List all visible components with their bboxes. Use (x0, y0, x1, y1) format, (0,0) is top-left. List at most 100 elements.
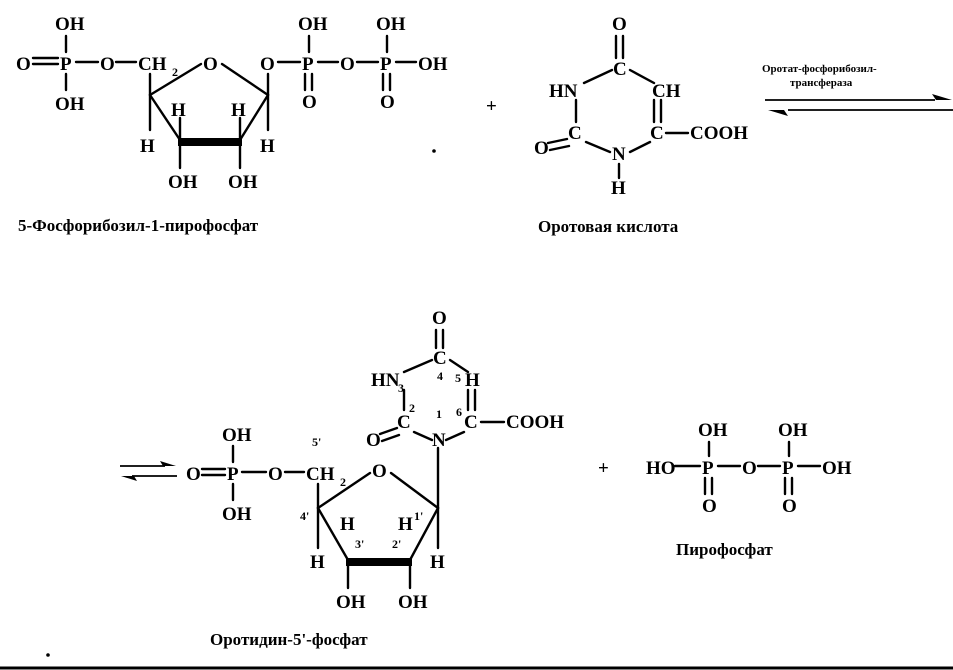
plus-sign: + (486, 96, 497, 117)
atom-label: O (366, 430, 381, 451)
prpp-structure: OH O P O OH CH 2 O H H OH H OH H O (16, 14, 448, 193)
bond (408, 506, 440, 562)
locant-1: 1 (436, 407, 442, 421)
atom-label: HN (371, 370, 400, 391)
atom-label: O (782, 496, 797, 517)
atom-label: OH (55, 94, 85, 115)
atom-label: CH (652, 81, 681, 102)
atom-label: H (231, 100, 246, 121)
atom-label: H (171, 100, 186, 121)
atom-label: H (140, 136, 155, 157)
bond (148, 62, 203, 97)
bond (584, 140, 612, 154)
atom-label: O (702, 496, 717, 517)
enzyme-name-line2: трансфераза (790, 77, 853, 89)
locant-2: 2 (409, 401, 415, 415)
atom-label: H (611, 178, 626, 199)
atom-label: OH (298, 14, 328, 35)
subscript: 2 (340, 475, 346, 489)
bond (444, 430, 466, 442)
atom-label: O (186, 464, 201, 485)
omp-structure: OH O P OH O CH 2 5' O 4' H H 3' OH 2' OH… (186, 308, 564, 613)
atom-label: OH (222, 504, 252, 525)
ch2-label: CH (138, 54, 167, 75)
atom-label: C (650, 123, 664, 144)
speck (46, 653, 50, 657)
bond (238, 93, 270, 142)
atom-label: OH (698, 420, 728, 441)
equilibrium-arrow-bottom (120, 461, 177, 481)
atom-label: C (433, 348, 447, 369)
phosphorus-label: P (782, 458, 794, 479)
atom-label: N (612, 144, 626, 165)
atom-label: OH (376, 14, 406, 35)
atom-label: OH (398, 592, 428, 613)
ch2-label: CH (306, 464, 335, 485)
bond (412, 430, 434, 442)
bond (389, 471, 440, 510)
plus-sign: + (598, 458, 609, 479)
atom-label: OH (778, 420, 808, 441)
locant-4p: 4' (300, 509, 309, 523)
bond (402, 358, 434, 374)
atom-label: HO (646, 458, 676, 479)
atom-label: H (260, 136, 275, 157)
arrowhead (932, 94, 952, 100)
bond (316, 506, 350, 562)
bond (148, 93, 182, 142)
atom-label: H (430, 552, 445, 573)
atom-label: C (464, 412, 478, 433)
atom-label: N (432, 430, 446, 451)
ring-oxygen: O (203, 54, 218, 75)
bond (380, 433, 401, 443)
atom-label: OH (418, 54, 448, 75)
atom-label: H (310, 552, 325, 573)
atom-label: C (568, 123, 582, 144)
locant-1p: 1' (414, 509, 423, 523)
bond (582, 68, 614, 85)
atom-label: C (397, 412, 411, 433)
atom-label: COOH (506, 412, 564, 433)
arrowhead (160, 461, 176, 466)
locant-3p: 3' (355, 537, 364, 551)
bond (316, 471, 372, 510)
atom-label: O (432, 308, 447, 329)
phosphorus-label: P (702, 458, 714, 479)
enzyme-name-line1: Оротат-фосфорибозил- (762, 63, 877, 75)
atom-label: O (100, 54, 115, 75)
locant-6: 6 (456, 405, 462, 419)
atom-label: O (742, 458, 757, 479)
atom-label: O (16, 54, 31, 75)
atom-label: OH (222, 425, 252, 446)
atom-label: O (612, 14, 627, 35)
bond (378, 426, 399, 436)
atom-label: O (534, 138, 549, 159)
equilibrium-arrow-top (765, 94, 953, 116)
phosphorus-label: P (60, 54, 72, 75)
bond (220, 62, 270, 97)
locant-5: 5 (455, 371, 461, 385)
pyrophosphate-structure: HO P OH O O P OH O OH (646, 420, 852, 517)
atom-label: OH (168, 172, 198, 193)
locant-4: 4 (437, 369, 443, 383)
atom-label: OH (822, 458, 852, 479)
atom-label: O (268, 464, 283, 485)
atom-label: H (398, 514, 413, 535)
atom-label: HN (549, 81, 578, 102)
locant-3: 3 (398, 381, 404, 395)
prpp-caption: 5-Фосфорибозил-1-пирофосфат (18, 216, 259, 235)
atom-label: OH (228, 172, 258, 193)
atom-label: H (340, 514, 355, 535)
phosphorus-label: P (380, 54, 392, 75)
pyrophosphate-caption: Пирофосфат (676, 540, 773, 559)
atom-label: O (302, 92, 317, 113)
arrowhead (768, 110, 788, 116)
bond (546, 137, 569, 145)
atom-label: O (340, 54, 355, 75)
atom-label: OH (55, 14, 85, 35)
subscript: 2 (172, 65, 178, 79)
atom-label: OH (336, 592, 366, 613)
arrowhead (121, 476, 137, 481)
ring-oxygen: O (372, 461, 387, 482)
